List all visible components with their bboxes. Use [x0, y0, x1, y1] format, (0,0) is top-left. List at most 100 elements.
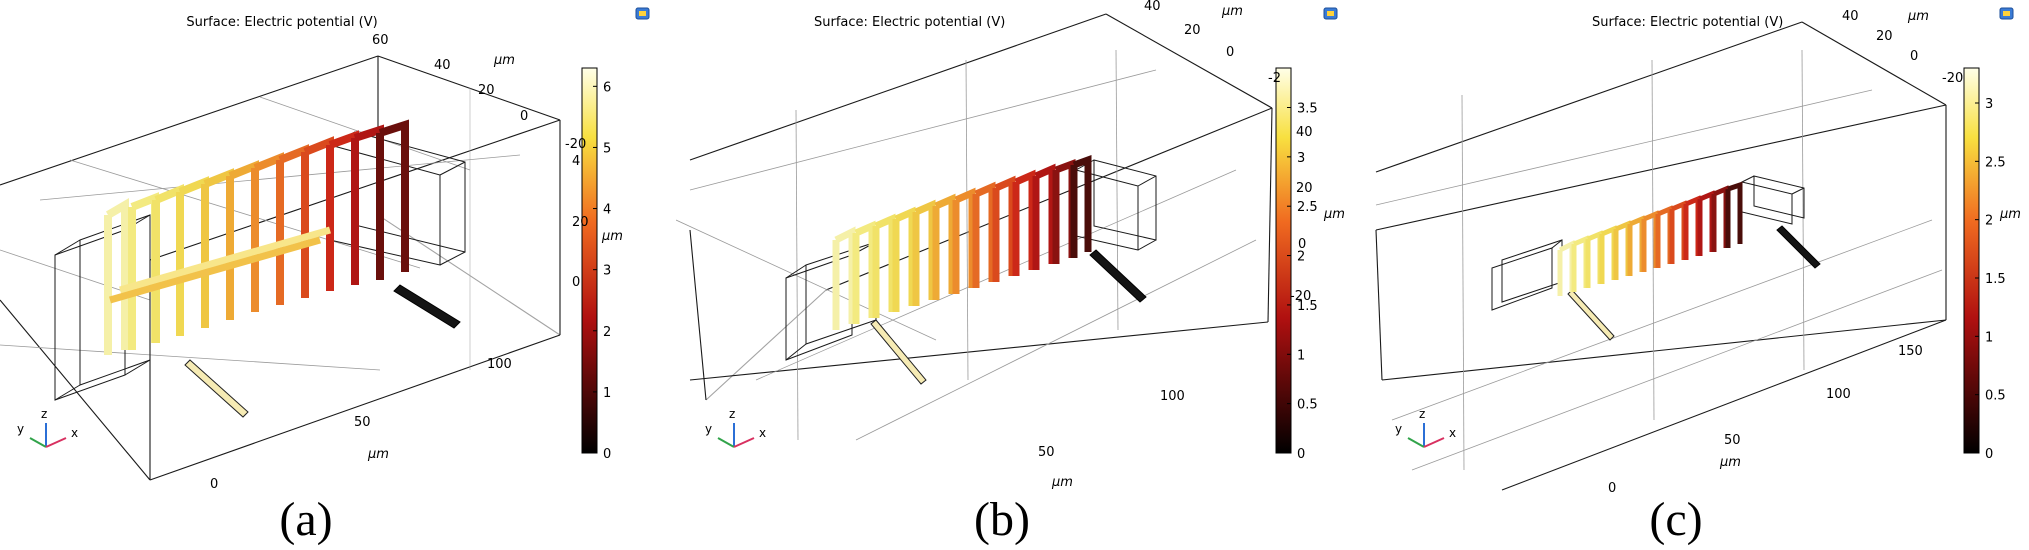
grid-lines [1375, 49, 1943, 471]
tick-bottom-0: 100 [1160, 389, 1185, 404]
tick-side-2: 0 [1298, 237, 1306, 252]
electrode-fingers [104, 119, 409, 355]
lead-bar-left [870, 319, 927, 385]
triad-y: y [17, 422, 24, 436]
colorbar-tick-label: 0 [1985, 447, 1993, 462]
plot-title: Surface: Electric potential (V) [186, 15, 377, 30]
plot-title: Surface: Electric potential (V) [814, 15, 1005, 30]
panel-b: Surface: Electric potential (V) [676, 0, 1352, 550]
tick-bottom-0: 100 [487, 357, 512, 372]
colorbar-tick-label: 5 [603, 141, 611, 156]
lead-bar-right [1776, 225, 1821, 269]
tick-top-2: 0 [1226, 45, 1234, 60]
grid-lines [676, 49, 1257, 441]
panel-a-canvas: Surface: Electric potential (V) [0, 7, 650, 492]
electrode-box-right [1741, 175, 1805, 225]
colorbar-ticks: 3 2.5 2 1.5 1 0.5 0 [1975, 97, 2006, 462]
bounding-box [1375, 21, 1947, 491]
panel-c: Surface: Electric potential (V) [1352, 0, 2028, 550]
bounding-box [689, 13, 1273, 401]
colorbar: 3 2.5 2 1.5 1 0.5 0 [1963, 67, 2006, 462]
unit-top: μm [493, 53, 515, 68]
tick-top-2: 20 [478, 83, 495, 98]
electrode-box-left [54, 214, 151, 401]
triad-y: y [705, 422, 712, 436]
triad-z: z [729, 407, 735, 421]
colorbar-tick-label: 6 [603, 80, 611, 95]
colorbar-tick-label: 3.5 [1297, 101, 1318, 116]
electrode-box-left [785, 241, 877, 361]
grid-lines [0, 88, 521, 371]
colorbar: 3.532.521.510.50 [1275, 67, 1318, 462]
tick-top-1: 20 [1184, 23, 1201, 38]
unit-bottom: μm [1051, 475, 1073, 490]
colorbar-tick-label: 3 [603, 264, 611, 279]
unit-side: μm [1323, 207, 1345, 222]
unit-top: μm [1221, 4, 1243, 19]
axis-triad: z y x [705, 407, 766, 448]
triad-x: x [1449, 426, 1456, 440]
tick-top-3: -2 [1268, 71, 1281, 86]
tick-bottom-0: 150 [1898, 344, 1923, 359]
lead-bar-left [184, 359, 249, 418]
axis-tick-labels: 40 20 0 -20 150 100 50 0 μm μm μm [1608, 9, 2021, 496]
unit-bottom: μm [1719, 455, 1741, 470]
subfigure-label-c: (c) [1649, 493, 1703, 546]
electrode-fingers [1557, 181, 1743, 296]
tick-side-3: -20 [1290, 289, 1311, 304]
colorbar-tick-label: 1 [1985, 330, 1993, 345]
subfigure-label-a: (a) [279, 493, 333, 546]
unit-side: μm [1999, 207, 2021, 222]
electrode-fingers [832, 155, 1092, 330]
tick-side-1: 20 [1296, 181, 1313, 196]
colorbar-tick-label: 2.5 [1985, 155, 2006, 170]
tick-top-1: 20 [1876, 29, 1893, 44]
colorbar-tick-label: 0.5 [1297, 398, 1318, 413]
tick-top-3: -20 [1942, 71, 1963, 86]
tick-top-0: 60 [372, 33, 389, 48]
tick-bottom-1: 50 [1038, 445, 1055, 460]
colorbar-tick-label: 3 [1297, 151, 1305, 166]
unit-top: μm [1907, 9, 1929, 24]
tick-top-0: 40 [1842, 9, 1859, 24]
axis-triad: z y x [17, 407, 78, 448]
tick-bottom-2: 50 [1724, 433, 1741, 448]
electrode-box-left [1491, 239, 1563, 311]
lead-bar-right [393, 284, 461, 329]
tick-bottom-2: 0 [210, 477, 218, 492]
triad-z: z [1419, 407, 1425, 421]
tick-bottom-3: 0 [1608, 481, 1616, 496]
tick-bottom-1: 100 [1826, 387, 1851, 402]
panel-a: Surface: Electric potential (V) [0, 0, 676, 550]
tick-side-1: 4 [572, 154, 580, 169]
tick-side-0: -20 [565, 137, 586, 152]
tick-side-2: 20 [572, 215, 589, 230]
tick-top-1: 40 [434, 58, 451, 73]
tick-top-0: 40 [1144, 0, 1161, 14]
lead-bar-right [1089, 249, 1147, 303]
camera-icon[interactable] [1999, 7, 2014, 20]
camera-icon[interactable] [1323, 7, 1338, 20]
colorbar-tick-label: 0 [1297, 447, 1305, 462]
axis-triad: z y x [1395, 407, 1456, 448]
tick-top-3: 0 [520, 109, 528, 124]
tick-top-2: 0 [1910, 49, 1918, 64]
triad-y: y [1395, 422, 1402, 436]
colorbar-tick-label: 2.5 [1297, 200, 1318, 215]
colorbar-tick-label: 0.5 [1985, 389, 2006, 404]
electrode-box-right [329, 131, 466, 266]
colorbar-tick-label: 3 [1985, 97, 1993, 112]
tick-side-3: 0 [572, 275, 580, 290]
colorbar-tick-label: 2 [1985, 214, 1993, 229]
colorbar-tick-label: 1.5 [1985, 272, 2006, 287]
colorbar-ticks: 3.532.521.510.50 [1287, 101, 1318, 462]
colorbar-tick-label: 1.5 [1297, 299, 1318, 314]
plot-title: Surface: Electric potential (V) [1592, 15, 1783, 30]
subfigure-label-b: (b) [974, 493, 1030, 546]
colorbar-tick-label: 4 [603, 203, 611, 218]
camera-icon[interactable] [635, 7, 650, 20]
lead-bar-left [1567, 289, 1615, 341]
unit-side: μm [601, 229, 623, 244]
